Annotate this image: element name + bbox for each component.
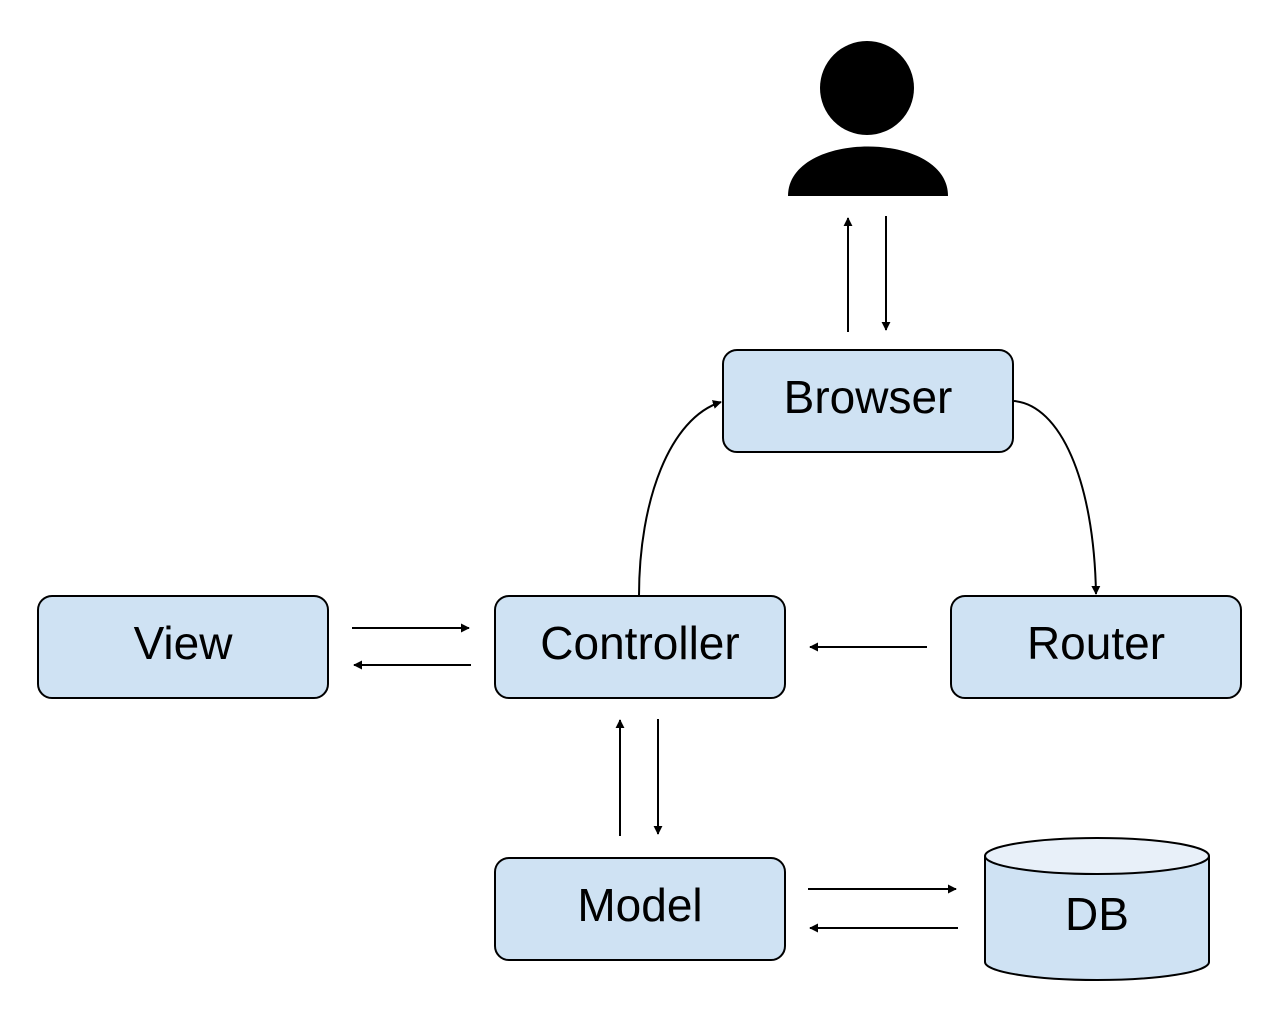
view-label: View — [134, 617, 234, 669]
model-label: Model — [577, 879, 702, 931]
browser-node[interactable]: Browser — [722, 349, 1014, 453]
arrow-browser-to-router — [1013, 400, 1101, 595]
arrow-controller-to-browser — [638, 400, 722, 597]
db-label: DB — [1065, 888, 1129, 940]
browser-label: Browser — [784, 371, 953, 423]
model-node[interactable]: Model — [494, 857, 786, 961]
router-label: Router — [1027, 617, 1165, 669]
db-node[interactable]: DB — [984, 837, 1210, 981]
view-node[interactable]: View — [37, 595, 329, 699]
controller-node[interactable]: Controller — [494, 595, 786, 699]
arrows — [352, 216, 1101, 933]
person-icon — [788, 41, 948, 196]
router-node[interactable]: Router — [950, 595, 1242, 699]
controller-label: Controller — [540, 617, 739, 669]
